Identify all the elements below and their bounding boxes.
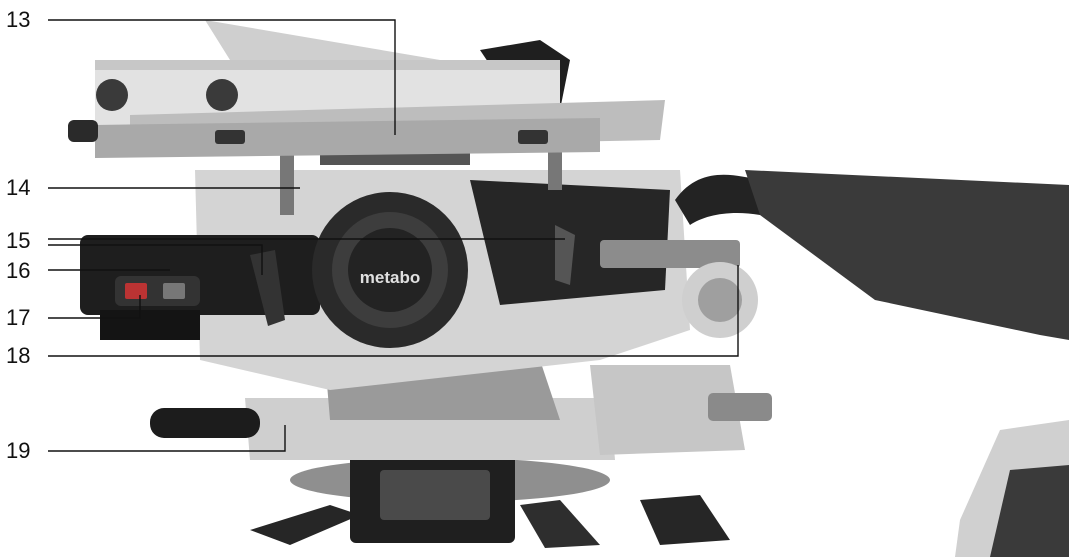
leader-18 — [48, 265, 739, 357]
callout-14: 14 — [6, 175, 31, 200]
riving-knife — [205, 20, 440, 60]
lead-screw-left — [280, 145, 294, 215]
switch-button-icon — [125, 283, 147, 299]
callout-19: 19 — [6, 438, 31, 463]
knob-right — [206, 79, 238, 111]
front-handle — [150, 408, 260, 438]
knob-left — [96, 79, 128, 111]
leader-17 — [48, 295, 141, 319]
callout-17: 17 — [6, 305, 31, 330]
leader-13 — [48, 19, 396, 135]
callout-15: 15 — [6, 228, 31, 253]
switch-lock-icon — [163, 283, 185, 299]
left-lever — [250, 250, 285, 326]
callout-13: 13 — [6, 7, 31, 32]
leader-lines — [48, 19, 739, 452]
lead-screw-right — [548, 145, 562, 190]
leader-15b — [48, 244, 263, 275]
callout-18: 18 — [6, 343, 31, 368]
brand-label: metabo — [360, 268, 420, 287]
fence-knob — [68, 120, 98, 142]
leader-19 — [48, 425, 286, 452]
lower-right-housing — [590, 365, 745, 455]
right-lever — [555, 225, 575, 285]
callout-16: 16 — [6, 258, 31, 283]
dust-hose — [675, 174, 760, 225]
dust-bag — [745, 170, 1069, 340]
bracket — [600, 240, 740, 268]
